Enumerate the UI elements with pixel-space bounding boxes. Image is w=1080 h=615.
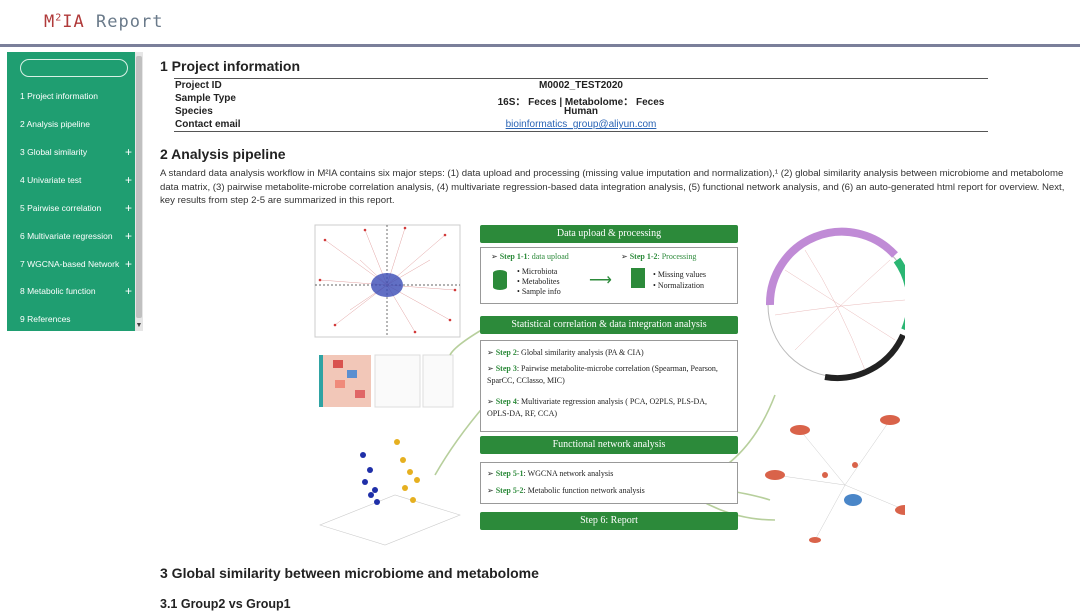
section-3-1-title: 3.1 Group2 vs Group1 <box>160 597 291 611</box>
report-header: M2IA Report <box>0 0 1080 45</box>
statistical-correlation-header: Statistical correlation & data integrati… <box>480 316 738 334</box>
section-2-title: 2 Analysis pipeline <box>160 146 286 162</box>
pipeline-figure: Data upload & processing ➢ Step 1-1: dat… <box>305 220 905 555</box>
scrollbar-thumb[interactable] <box>136 56 142 318</box>
expand-plus-icon[interactable]: + <box>124 284 132 298</box>
functional-network-frame: ➢ Step 5-1: WGCNA network analysis ➢ Ste… <box>480 462 738 504</box>
database-icon <box>493 270 507 290</box>
sidebar-item-references[interactable]: 9 References <box>20 314 71 324</box>
table-row: Project ID M0002_TEST2020 <box>175 80 623 91</box>
sidebar-item-analysis-pipeline[interactable]: 2 Analysis pipeline <box>20 119 90 129</box>
pipeline-description: A standard data analysis workflow in M²I… <box>160 168 1065 206</box>
table-row: Sample Type 16S： Feces | Metabolome： Fec… <box>175 93 665 108</box>
section-3-title: 3 Global similarity between microbiome a… <box>160 565 539 581</box>
sidebar-item-project-information[interactable]: 1 Project information <box>20 91 98 101</box>
data-upload-header: Data upload & processing <box>480 225 738 243</box>
sidebar-item-wgcna-network[interactable]: 7 WGCNA-based Network+ <box>20 257 132 271</box>
expand-plus-icon[interactable]: + <box>124 173 132 187</box>
expand-plus-icon[interactable]: + <box>124 145 132 159</box>
sidebar-item-pairwise-correlation[interactable]: 5 Pairwise correlation+ <box>20 201 132 215</box>
scroll-down-arrow-icon[interactable]: ▼ <box>135 322 143 329</box>
project-info-table: Project ID M0002_TEST2020 Sample Type 16… <box>174 78 988 132</box>
data-upload-frame: ➢ Step 1-1: data upload • Microbiota • M… <box>480 247 738 304</box>
sidebar-search-input[interactable] <box>20 59 128 77</box>
app-logo: M2IA Report <box>44 12 164 32</box>
sidebar-item-metabolic-function[interactable]: 8 Metabolic function+ <box>20 284 132 298</box>
expand-plus-icon[interactable]: + <box>124 201 132 215</box>
statistical-analysis-frame: ➢ Step 2: Global similarity analysis (PA… <box>480 340 738 432</box>
biplot-image <box>314 224 461 338</box>
3d-scatter-image <box>319 439 461 546</box>
section-1-title: 1 Project information <box>160 58 301 74</box>
sidebar-item-multivariate-regression[interactable]: 6 Multivariate regression+ <box>20 229 132 243</box>
network-image <box>765 415 905 543</box>
table-row: Contact email bioinformatics_group@aliyu… <box>174 118 988 131</box>
sidebar-item-univariate-test[interactable]: 4 Univariate test+ <box>20 173 132 187</box>
heatmap-image <box>319 354 454 408</box>
chord-diagram-image <box>765 227 905 382</box>
sidebar-nav: 1 Project information 2 Analysis pipelin… <box>7 52 143 331</box>
table-row: Species Human <box>175 106 598 117</box>
expand-plus-icon[interactable]: + <box>124 229 132 243</box>
arrow-right-icon: ⟶ <box>589 272 612 289</box>
expand-plus-icon[interactable]: + <box>124 257 132 271</box>
report-step-header: Step 6: Report <box>480 512 738 530</box>
pipeline-figure-graphics <box>314 224 905 546</box>
header-divider <box>0 44 1080 47</box>
sidebar-item-global-similarity[interactable]: 3 Global similarity+ <box>20 145 132 159</box>
document-icon <box>631 268 645 288</box>
sidebar-scrollbar[interactable]: ▼ <box>135 52 143 331</box>
contact-email-link[interactable]: bioinformatics_group@aliyun.com <box>505 119 657 130</box>
functional-network-header: Functional network analysis <box>480 436 738 454</box>
